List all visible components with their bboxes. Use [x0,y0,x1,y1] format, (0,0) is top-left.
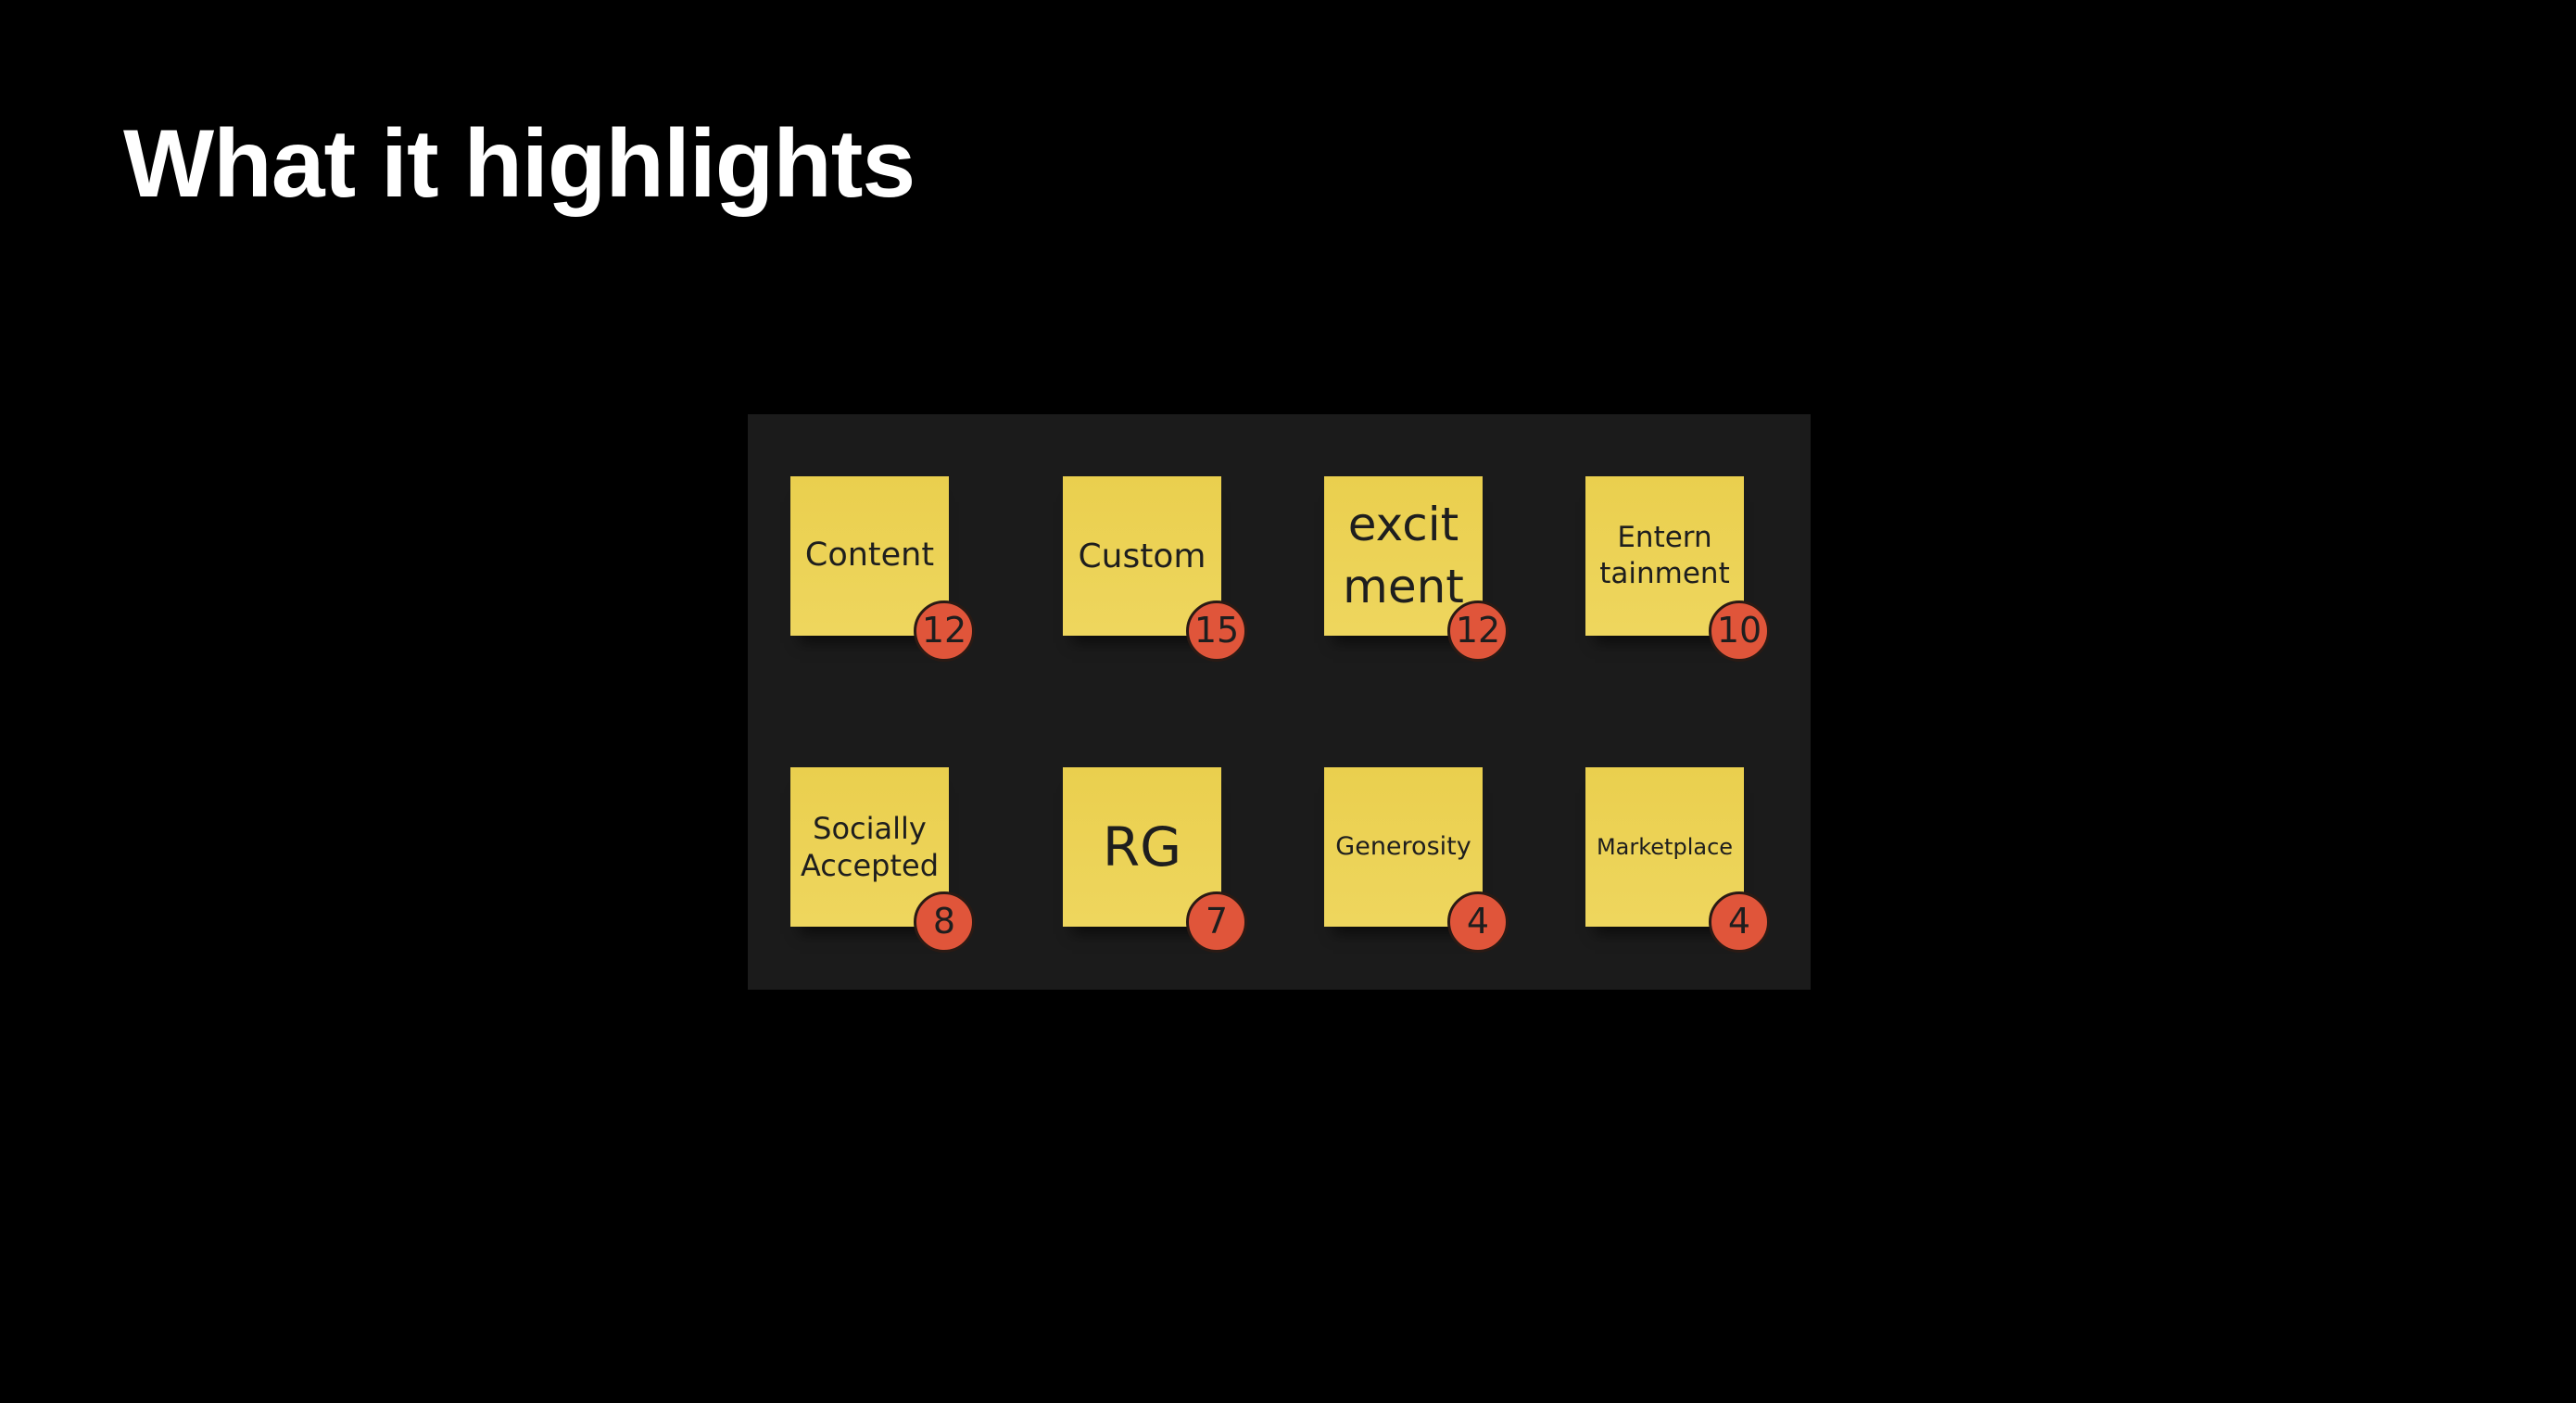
note-label: Custom [1078,537,1206,575]
vote-count-badge: 8 [914,891,975,953]
sticky-note-socially-accepted: Socially Accepted 8 [790,767,975,953]
note-label: Entern tainment [1599,521,1730,590]
sticky-note-entertainment: Entern tainment 10 [1585,476,1770,662]
vote-count-badge: 15 [1186,600,1247,662]
vote-count-badge: 10 [1709,600,1770,662]
note-label: Content [804,537,935,575]
note-label: Generosity [1335,832,1471,862]
note-label: Marketplace [1596,834,1734,860]
note-label: RG [1102,815,1182,878]
vote-count-badge: 7 [1186,891,1247,953]
note-label: Socially Accepted [800,811,940,883]
sticky-note-marketplace: Marketplace 4 [1585,767,1770,953]
sticky-note-custom: Custom 15 [1063,476,1247,662]
vote-count-badge: 4 [1447,891,1509,953]
sticky-note-content: Content 12 [790,476,975,662]
vote-count-badge: 12 [1447,600,1509,662]
slide-title: What it highlights [123,110,915,218]
sticky-note-generosity: Generosity 4 [1324,767,1509,953]
vote-count-badge: 12 [914,600,975,662]
vote-count-badge: 4 [1709,891,1770,953]
note-label: excit ment [1343,497,1464,614]
